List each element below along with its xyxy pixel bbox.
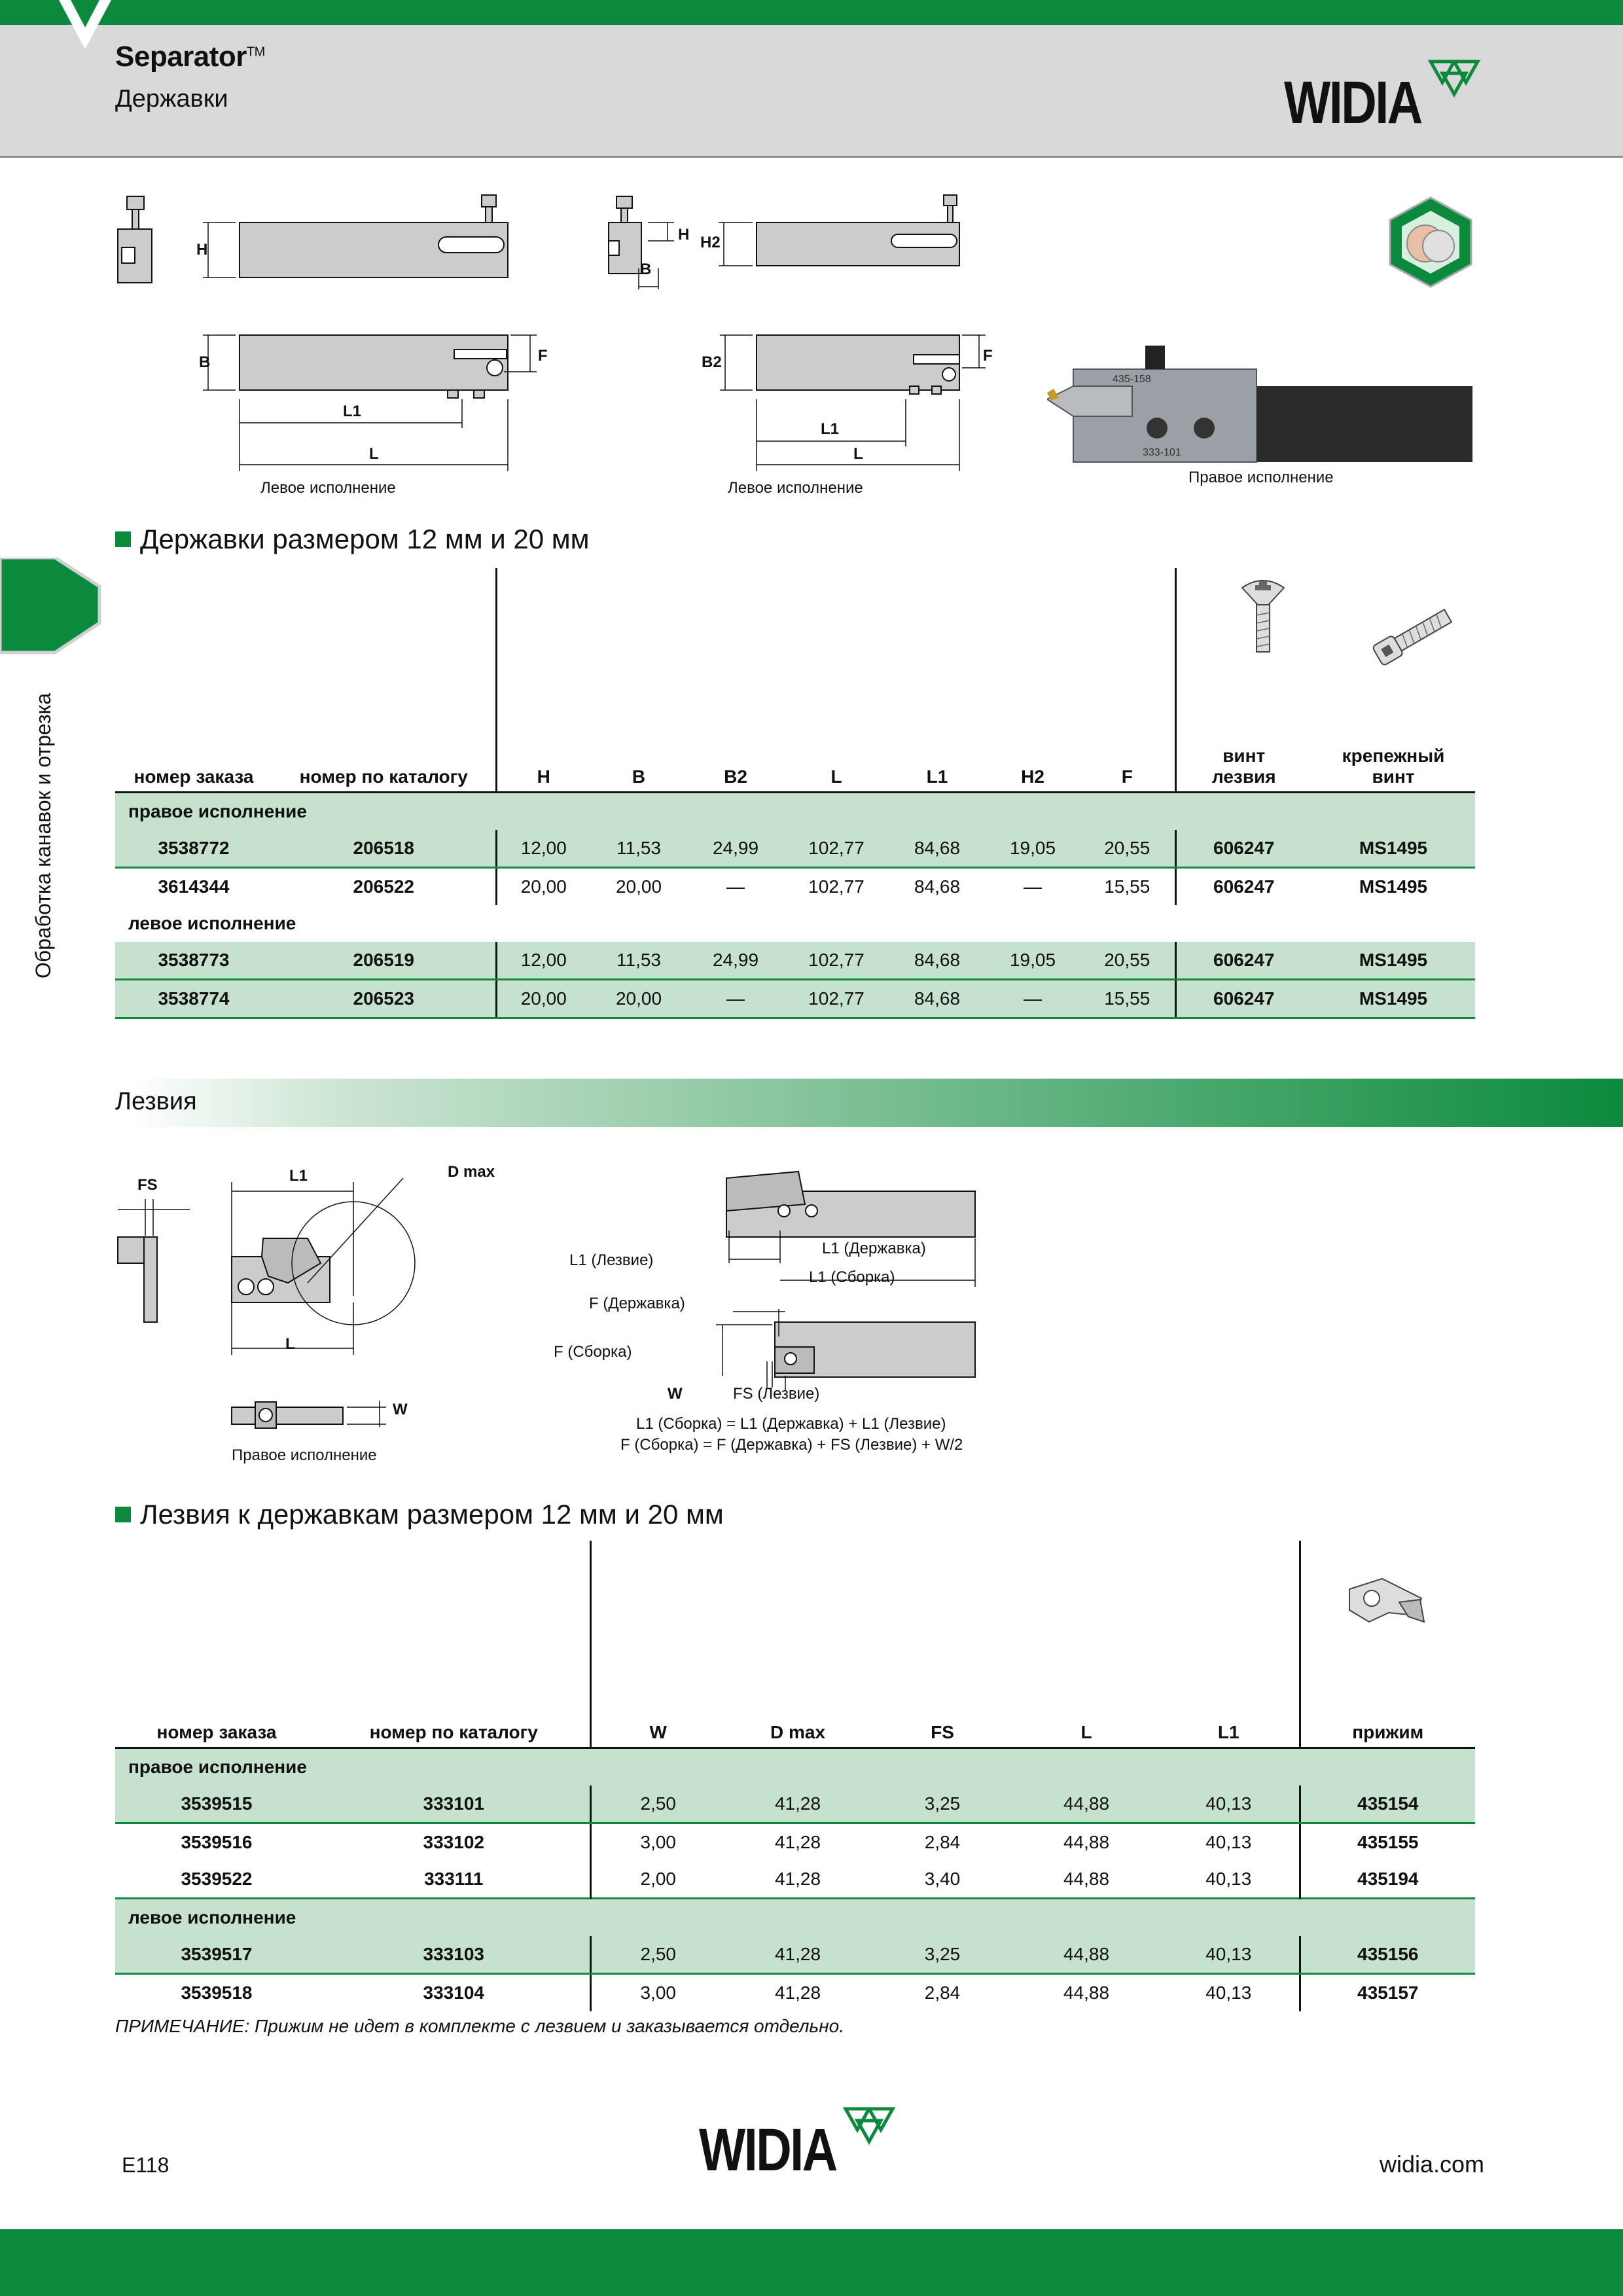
table-row: 3539518 333104 3,00 41,28 2,84 44,88 40,… — [115, 1973, 1475, 2011]
page-number: E118 — [122, 2153, 169, 2177]
col-order-number: номер заказа — [115, 568, 272, 793]
side-tab-marker — [0, 558, 101, 655]
dim-label-h-right: H — [678, 226, 690, 243]
asm-label-w: W — [668, 1385, 683, 1403]
table-row: 3539516 333102 3,00 41,28 2,84 44,88 40,… — [115, 1823, 1475, 1861]
dim-label-dmax: D max — [448, 1163, 495, 1181]
blades-section-label: Лезвия — [115, 1088, 197, 1115]
group-row-left: левое исполнение — [115, 1898, 1475, 1936]
blades-title-text: Лезвия к державкам размером 12 мм и 20 м… — [140, 1499, 724, 1530]
formula-f: F (Сборка) = F (Державка) + FS (Лезвие) … — [620, 1436, 963, 1454]
col-l1: L1 — [889, 568, 986, 793]
formula-l1: L1 (Сборка) = L1 (Державка) + L1 (Лезвие… — [636, 1415, 946, 1433]
blades-section-title: Лезвия к державкам размером 12 мм и 20 м… — [115, 1499, 724, 1530]
dim-label-l1-right: L1 — [821, 420, 840, 438]
photo-label-333: 333-101 — [1143, 447, 1181, 458]
product-title: SeparatorTM — [115, 41, 265, 73]
table-row: 3538774 206523 20,00 20,00 — 102,77 84,6… — [115, 979, 1475, 1019]
top-stripe — [0, 0, 1623, 25]
table-row: 3538773 206519 12,00 11,53 24,99 102,77 … — [115, 941, 1475, 980]
dim-label-fs: FS — [137, 1176, 158, 1194]
dim-label-b: B — [199, 353, 211, 371]
table-row: 3538772 206518 12,00 11,53 24,99 102,77 … — [115, 829, 1475, 869]
blades-header-row: номер заказа номер по каталогу W D max F… — [115, 1541, 1475, 1749]
table-row: 3539517 333103 2,50 41,28 3,25 44,88 40,… — [115, 1935, 1475, 1975]
col-fs: FS — [870, 1541, 1014, 1749]
col-l: L — [784, 568, 889, 793]
col-clamp: прижим — [1300, 1541, 1475, 1749]
dim-label-blade-l1: L1 — [289, 1167, 308, 1185]
blades-table: номер заказа номер по каталогу W D max F… — [115, 1541, 1475, 2011]
holders-section-title: Державки размером 12 мм и 20 мм — [115, 524, 590, 555]
col-dmax: D max — [725, 1541, 870, 1749]
holder-with-blade-photo: 435-158 333-101 — [1047, 346, 1472, 463]
photo-label-435: 435-158 — [1113, 374, 1151, 385]
col-clamp-screw: крепежный винт — [1311, 568, 1475, 793]
dim-label-l-right: L — [853, 445, 863, 463]
asm-label-l1-blade: L1 (Лезвие) — [569, 1251, 654, 1269]
group-row-right: правое исполнение — [115, 1748, 1475, 1785]
dim-label-h: H — [196, 241, 208, 259]
footer-brand-triangles-icon — [843, 2107, 896, 2145]
blades-note: ПРИМЕЧАНИЕ: Прижим не идет в комплекте с… — [115, 2016, 845, 2036]
header-band — [0, 25, 1623, 158]
dim-label-blade-l: L — [285, 1335, 295, 1353]
blades-section-band — [0, 1079, 1623, 1127]
asm-label-l1-assembly: L1 (Сборка) — [809, 1268, 895, 1286]
product-subtitle: Державки — [115, 85, 228, 113]
footer-brand-wordmark: WIDIA — [699, 2117, 838, 2183]
side-tab-label: Обработка канавок и отрезка — [31, 692, 55, 978]
caption-right-blade: Правое исполнение — [232, 1446, 377, 1464]
holders-table: номер заказа номер по каталогу H B B2 L … — [115, 568, 1475, 1019]
col-order-number: номер заказа — [115, 1541, 318, 1749]
table-row: 3614344 206522 20,00 20,00 — 102,77 84,6… — [115, 867, 1475, 905]
group-row-left: левое исполнение — [128, 912, 296, 933]
col-h2: H2 — [986, 568, 1080, 793]
col-f: F — [1080, 568, 1177, 793]
col-catalog-number: номер по каталогу — [272, 568, 497, 793]
dim-label-b-right: B — [640, 260, 652, 278]
dim-label-l1: L1 — [343, 403, 362, 420]
table-row: 3539522 333111 2,00 41,28 3,40 44,88 40,… — [115, 1860, 1475, 1898]
col-catalog-number: номер по каталогу — [318, 1541, 592, 1749]
holders-title-text: Державки размером 12 мм и 20 мм — [140, 524, 590, 554]
asm-label-f-holder: F (Державка) — [589, 1295, 685, 1312]
col-h: H — [496, 568, 590, 793]
blade-drawings — [117, 1177, 416, 1429]
asm-label-f-assembly: F (Сборка) — [554, 1343, 632, 1361]
dim-label-l: L — [369, 445, 379, 463]
caption-right-holder: Правое исполнение — [1188, 469, 1334, 486]
col-l1: L1 — [1158, 1541, 1301, 1749]
caption-left-holder-1: Левое исполнение — [260, 479, 396, 497]
dim-label-f: F — [538, 347, 548, 365]
col-w: W — [590, 1541, 725, 1749]
table-row: 3539515 333101 2,50 41,28 3,25 44,88 40,… — [115, 1785, 1475, 1824]
brand-triangles-icon — [1428, 60, 1481, 98]
col-l: L — [1014, 1541, 1158, 1749]
col-b2: B2 — [687, 568, 784, 793]
dim-label-w: W — [393, 1401, 408, 1418]
section-square-icon — [115, 531, 131, 547]
holders-header-row: номер заказа номер по каталогу H B B2 L … — [115, 568, 1475, 793]
dim-label-b2: B2 — [702, 353, 722, 371]
section-square-icon — [115, 1507, 131, 1522]
col-b: B — [590, 568, 687, 793]
asm-label-l1-holder: L1 (Державка) — [822, 1240, 926, 1257]
corner-notch-icon — [59, 0, 111, 49]
site-link[interactable]: widia.com — [1380, 2151, 1485, 2178]
footer-brand-logo: WIDIA — [699, 2107, 896, 2183]
assembly-diagram — [716, 1170, 976, 1390]
col-blade-screw: винт лезвия — [1175, 568, 1311, 793]
brand-wordmark: WIDIA — [1284, 69, 1423, 136]
caption-left-holder-2: Левое исполнение — [728, 479, 863, 497]
holder-drawings — [117, 194, 986, 471]
asm-label-fs-blade: FS (Лезвие) — [733, 1385, 820, 1403]
dim-label-h2: H2 — [700, 234, 721, 251]
dim-label-f-right: F — [983, 347, 993, 365]
header-brand-logo: WIDIA — [1284, 60, 1481, 136]
bottom-stripe — [0, 2229, 1623, 2296]
grade-hexagon-icon — [1389, 196, 1472, 288]
group-row-right: правое исполнение — [115, 792, 1475, 830]
